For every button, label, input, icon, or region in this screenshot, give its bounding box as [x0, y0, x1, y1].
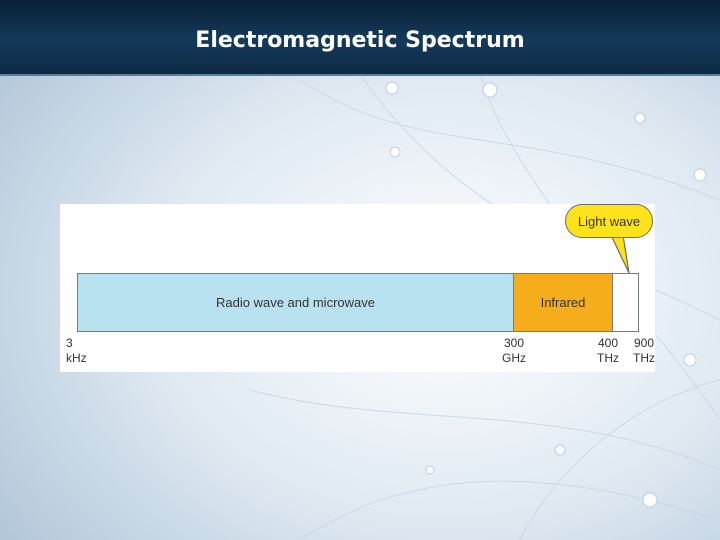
tick-label: 900 THz [627, 336, 661, 366]
spectrum-diagram: Radio wave and microwave Infrared Light … [60, 204, 655, 372]
tick-value: 300 [503, 336, 525, 350]
band-radio-microwave: Radio wave and microwave [77, 273, 513, 332]
band-light [612, 273, 639, 332]
tick-value: 3 [66, 336, 73, 350]
tick-unit: THz [633, 351, 655, 365]
tick-unit: kHz [66, 351, 87, 365]
tick-label: 3 kHz [66, 336, 90, 366]
callout-pointer [610, 234, 630, 274]
tick-value: 900 [633, 336, 655, 350]
tick-unit: THz [597, 351, 619, 365]
title-bar: Electromagnetic Spectrum [0, 0, 720, 76]
light-wave-callout: Light wave [565, 204, 653, 238]
tick-label: 400 THz [590, 336, 626, 366]
tick-value: 400 [597, 336, 619, 350]
band-infrared: Infrared [513, 273, 612, 332]
tick-unit: GHz [502, 351, 526, 365]
slide-title: Electromagnetic Spectrum [195, 28, 525, 53]
tick-label: 300 GHz [496, 336, 532, 366]
